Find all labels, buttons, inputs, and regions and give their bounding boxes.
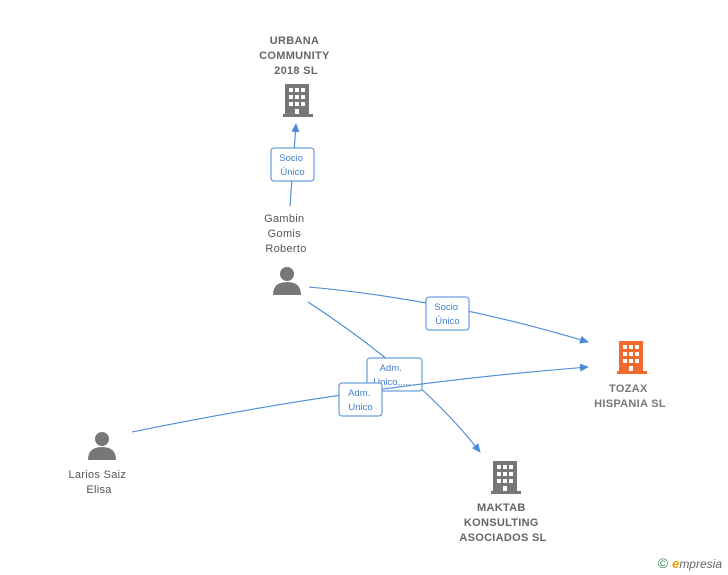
node-label-line: MAKTAB xyxy=(477,502,526,514)
node-label-line: Elisa xyxy=(86,484,112,496)
node-label-line: Roberto xyxy=(265,243,306,255)
node-gambin-gomis-roberto[interactable]: Gambin Gomis Roberto xyxy=(264,213,308,295)
edge-larios-tozax[interactable]: Adm. Unico xyxy=(131,363,589,433)
svg-text:Adm. Unico,....: Adm. Unico,.... xyxy=(373,363,411,388)
person-icon xyxy=(273,267,301,295)
edge-label-line: Único xyxy=(280,167,304,178)
node-tozax-hispania[interactable]: TOZAX HISPANIA SL xyxy=(594,341,666,410)
node-label-line: HISPANIA SL xyxy=(594,398,666,410)
building-icon xyxy=(283,84,313,117)
edge-gambin-maktab[interactable]: Adm. Unico,.... xyxy=(307,301,481,453)
node-label-line: URBANA xyxy=(270,35,319,47)
edge-label-line: Unico,.... xyxy=(373,377,411,388)
building-icon xyxy=(617,341,647,374)
node-label-line: KONSULTING xyxy=(464,517,539,529)
svg-text:MAKTAB KONSULTING: MAKTAB KONSULTING ASOCIADOS SL xyxy=(459,502,546,544)
logo-e: e xyxy=(672,556,680,571)
edge-label-line: Adm. xyxy=(348,388,370,399)
edge-gambin-tozax[interactable]: Socio Único xyxy=(308,286,589,344)
node-larios-saiz-elisa[interactable]: Larios Saiz Elisa xyxy=(68,432,129,496)
logo-text: mpresia xyxy=(679,557,722,571)
node-label-line: Gambin xyxy=(264,213,304,225)
node-label-line: Larios Saiz xyxy=(68,469,126,481)
edge-label-line: Único xyxy=(435,316,459,327)
svg-text:Socio Único: Socio Único xyxy=(279,153,305,178)
svg-text:TOZAX HISPANIA SL: TOZAX HISPANIA SL xyxy=(594,383,666,410)
svg-text:Larios Saiz Elisa: Larios Saiz Elisa xyxy=(68,469,129,496)
svg-text:URBANA COMMUNITY 2: URBANA COMMUNITY 2018 SL xyxy=(259,35,333,77)
svg-text:Socio Único: Socio Único xyxy=(434,302,460,327)
edge-gambin-urbana[interactable]: Socio Único xyxy=(270,123,315,207)
svg-text:Gambin Gomis Rober: Gambin Gomis Roberto xyxy=(264,213,308,255)
edge-label-line: Socio xyxy=(434,302,458,313)
node-label-line: ASOCIADOS SL xyxy=(459,532,546,544)
edge-label-line: Socio xyxy=(279,153,303,164)
person-icon xyxy=(88,432,116,460)
edge-label-line: Adm. xyxy=(380,363,402,374)
building-icon xyxy=(491,461,521,494)
node-label-line: COMMUNITY xyxy=(259,50,330,62)
node-label-line: TOZAX xyxy=(609,383,648,395)
copyright-symbol: © xyxy=(657,555,669,571)
node-maktab-konsulting[interactable]: MAKTAB KONSULTING ASOCIADOS SL xyxy=(459,461,546,544)
node-urbana-community[interactable]: URBANA COMMUNITY 2018 SL xyxy=(259,35,333,117)
empresia-logo[interactable]: ©empresia xyxy=(658,555,722,571)
node-label-line: 2018 SL xyxy=(274,65,318,77)
edge-label-line: Unico xyxy=(348,402,372,413)
svg-text:Adm. Unico: Adm. Unico xyxy=(348,388,373,413)
node-label-line: Gomis xyxy=(268,228,301,240)
